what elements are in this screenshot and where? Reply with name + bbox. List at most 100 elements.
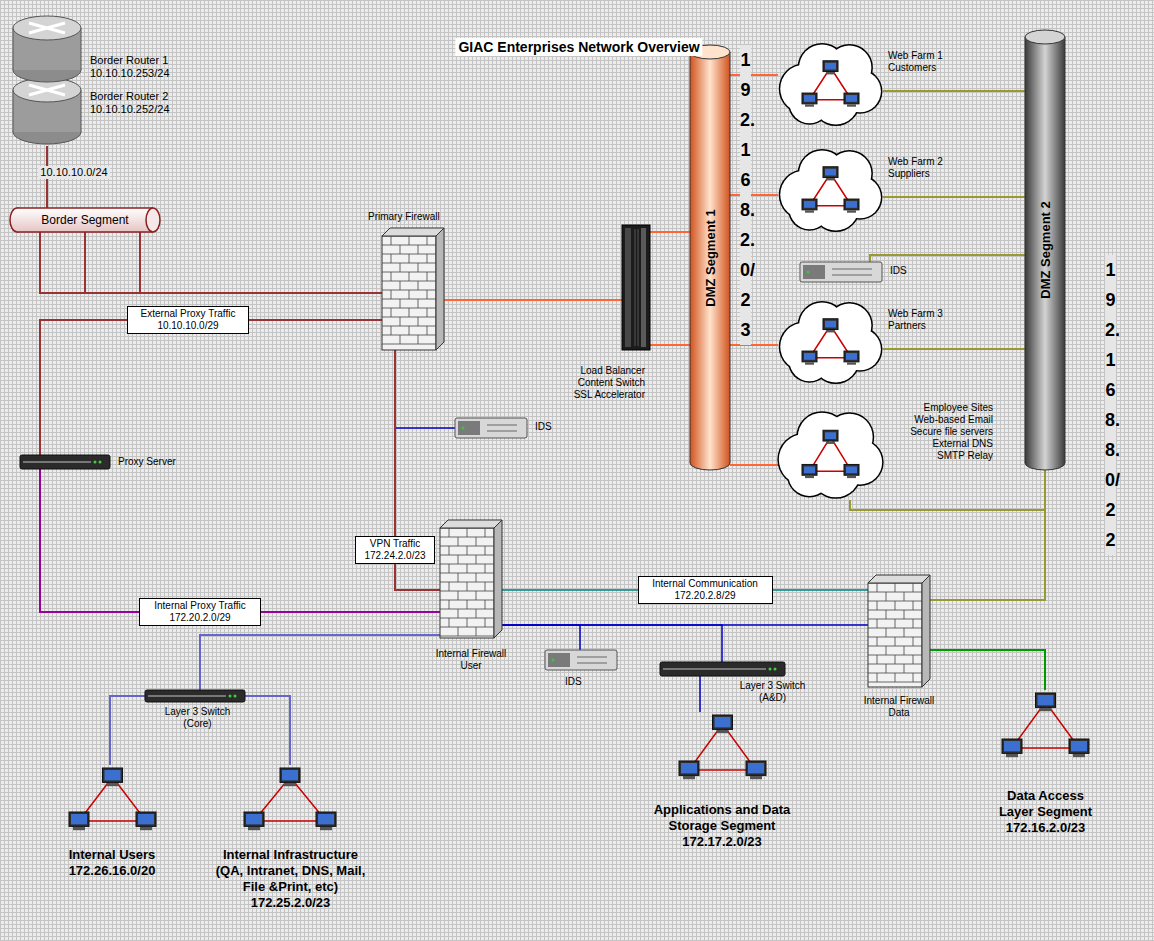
host-segment: Applications and Data Storage Segment 17… [675,712,770,784]
device-body [20,455,110,469]
icon-wall [868,575,930,687]
connector [110,696,145,765]
icon-cloud [778,148,883,233]
proxy-server: Proxy Server [20,455,110,469]
edge-label: VPN Traffic 172.24.2.0/23 [355,536,435,564]
network-segment: DMZ Segment 1192.168.2.0/23 [690,45,730,470]
device-panel [458,421,480,435]
device-panel [803,265,825,279]
node-label: Border Router 1 10.10.10.253/24 [90,54,190,80]
device-led [552,659,555,662]
computer-monitor [1036,693,1056,707]
connector [699,676,701,712]
router-top [13,16,81,40]
connector [730,344,778,346]
wall-top [440,520,502,528]
brick-joints [868,583,922,682]
host-segment: Internal Infrastructure (QA, Intranet, D… [240,765,340,835]
web-farm: Web Farm 2 Suppliers [778,148,883,233]
icon-wall [382,228,444,350]
computer-base [1040,708,1052,711]
icon-cloud [778,300,883,385]
connector [40,469,440,612]
connector [883,196,1025,198]
device-led [234,695,237,698]
computer-base [107,783,119,786]
device-led [774,668,777,671]
computer-monitor [823,167,838,178]
web-farm: Employee Sites Web-based Email Secure fi… [778,410,883,500]
icon-bar [145,690,245,702]
segment-body [690,52,730,463]
node-label: Layer 3 Switch (Core) [160,706,235,730]
wall-top [868,575,930,583]
icon-cloud [778,42,883,127]
device-body [145,690,245,702]
computer-screen [1004,741,1020,751]
device-body [800,262,882,282]
computer-monitor [802,93,817,104]
computer-screen [804,353,815,360]
firewall: Internal Firewall Data [868,575,930,687]
edge-label: External Proxy Traffic 10.10.10.0/29 [127,306,249,334]
node-label: Web Farm 1 Customers [888,50,950,74]
drive-slots [832,269,872,275]
computer-base [826,330,835,332]
computer-monitor [713,715,733,729]
computer-base [73,827,85,830]
firewall: Primary Firewall [382,228,444,350]
computer-monitor [1069,739,1089,753]
computer-base [717,730,729,733]
wall-front [440,528,494,638]
computer-monitor [802,464,817,475]
icon-ids [545,650,617,670]
segment-edge [17,208,153,232]
node-label: IDS [565,676,582,688]
wall-side [494,520,502,638]
computer-screen [804,201,815,208]
device-groove [635,229,638,346]
computer-base [140,827,152,830]
segment-edge [690,52,730,463]
connector [200,635,440,690]
connector [850,470,1045,510]
edge-label: 10.10.10.0/24 [38,166,109,179]
ids-sensor: IDS [545,650,617,670]
node-label: Primary Firewall [368,211,440,223]
host-segment: Internal Users 172.26.16.0/20 [65,765,160,835]
diagram-title: GIAC Enterprises Network Overview [455,38,702,56]
computer-base [826,178,835,180]
wall-top [382,228,444,236]
wall-front [382,236,436,350]
connector [930,470,1045,600]
connector [930,650,1045,690]
computer-monitor [136,812,156,826]
segment-end [1025,30,1065,44]
computer-base [826,72,835,74]
computer-screen [825,63,836,70]
device-strip [148,695,226,697]
wall-front [868,583,922,687]
connector [883,90,1025,92]
web-farm: Web Farm 1 Customers [778,42,883,127]
device-strip [663,668,766,670]
wire [40,232,140,293]
computer-base [847,104,856,106]
device-strip [23,461,91,463]
computer-screen [1038,695,1054,705]
cloud-fill [790,189,830,229]
computer-base [683,776,695,779]
computer-monitor [244,812,264,826]
router-arrows [29,23,65,33]
computer-screen [825,169,836,176]
cloud-fill [790,83,830,123]
computer-monitor [1002,739,1022,753]
icon-ids [800,262,882,282]
connector [502,625,580,650]
node-label: Applications and Data Storage Segment 17… [647,802,797,850]
computer-monitor [823,430,838,441]
icon-cluster [240,765,340,835]
computer-monitor [103,768,123,782]
